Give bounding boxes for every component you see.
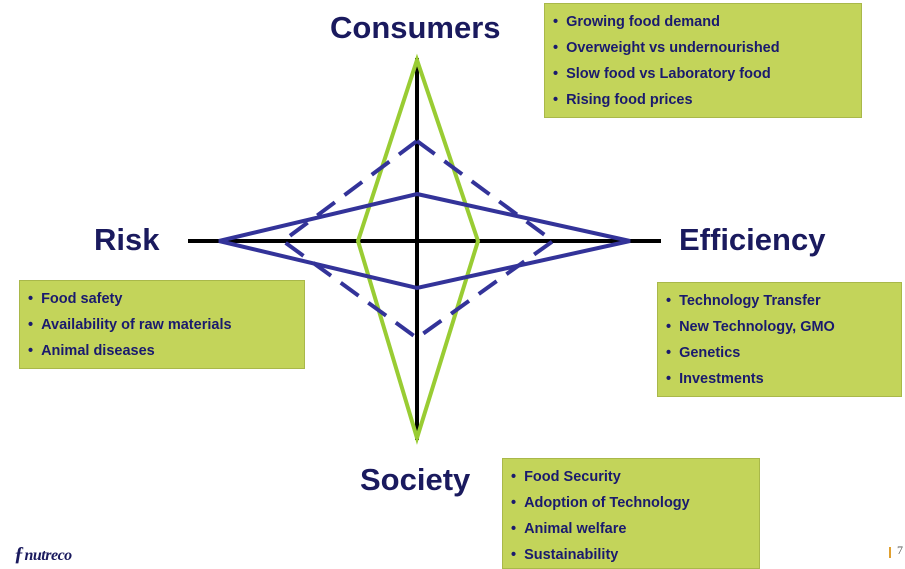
list-item: Adoption of Technology xyxy=(511,490,751,516)
axis-label-risk: Risk xyxy=(94,222,160,257)
page-number-divider xyxy=(889,547,891,558)
blue-solid-diamond xyxy=(218,191,631,291)
axis-label-society: Society xyxy=(360,462,471,497)
list-item: Food safety xyxy=(28,286,296,312)
list-item: Food Security xyxy=(511,464,751,490)
consumers-box: Growing food demand Overweight vs undern… xyxy=(544,3,862,118)
logo-text: nutreco xyxy=(24,547,73,564)
risk-box: Food safety Availability of raw material… xyxy=(19,280,305,369)
list-item: Sustainability xyxy=(511,542,751,568)
list-item: Slow food vs Laboratory food xyxy=(553,61,853,87)
page-number: 7 xyxy=(897,543,903,557)
society-box: Food Security Adoption of Technology Ani… xyxy=(502,458,760,569)
list-item: Rising food prices xyxy=(553,87,853,113)
axis-label-consumers: Consumers xyxy=(330,10,501,45)
blue-dashed-diamond xyxy=(279,138,557,341)
list-item: Overweight vs undernourished xyxy=(553,35,853,61)
logo-mark-icon: ƒ xyxy=(14,543,24,565)
green-diamond xyxy=(355,53,481,445)
list-item: Technology Transfer xyxy=(666,288,893,314)
list-item: Availability of raw materials xyxy=(28,312,296,338)
list-item: Animal diseases xyxy=(28,338,296,364)
efficiency-box: Technology Transfer New Technology, GMO … xyxy=(657,282,902,397)
list-item: Growing food demand xyxy=(553,9,853,35)
list-item: Investments xyxy=(666,366,893,392)
list-item: Animal welfare xyxy=(511,516,751,542)
nutreco-logo: ƒnutreco xyxy=(14,543,72,566)
list-item: New Technology, GMO xyxy=(666,314,893,340)
list-item: Genetics xyxy=(666,340,893,366)
axis-label-efficiency: Efficiency xyxy=(679,222,826,257)
